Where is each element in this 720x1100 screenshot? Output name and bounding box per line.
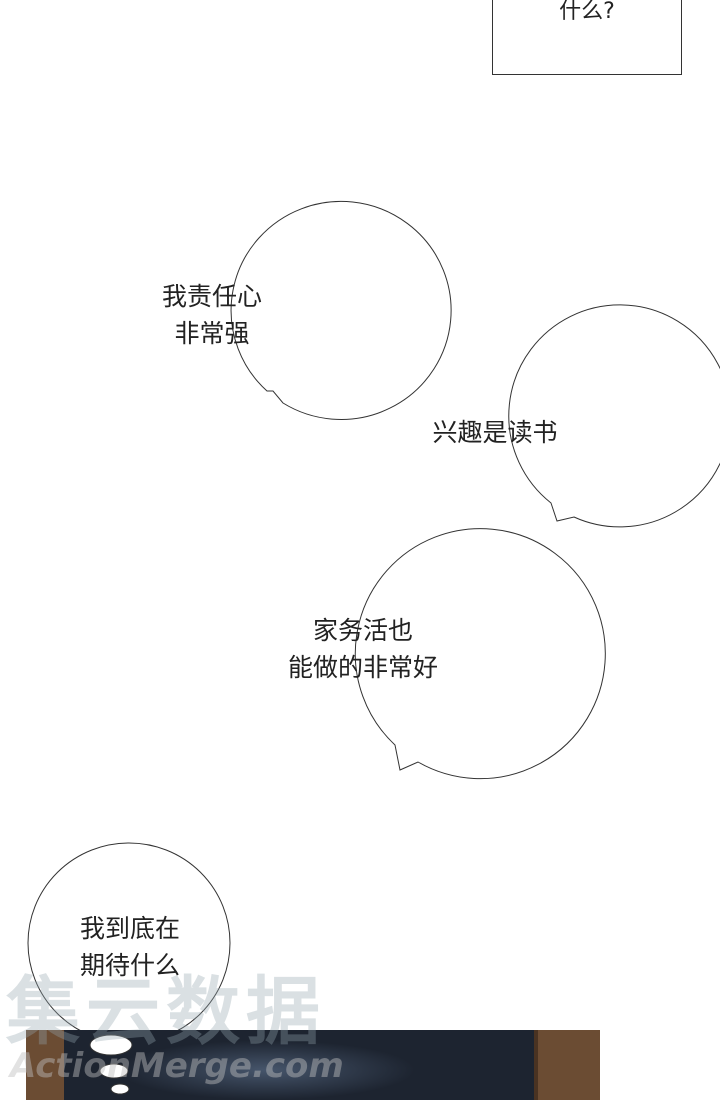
caption-text: 什么? xyxy=(559,0,615,24)
bubble-text-responsibility: 我责任心 非常强 xyxy=(161,282,262,348)
speech-bubble-3 xyxy=(354,528,606,780)
bubble-text-thought: 我到底在 期待什么 xyxy=(79,914,180,980)
speech-bubble-2 xyxy=(508,304,720,528)
speech-bubble-1 xyxy=(230,200,452,420)
watermark-logo: 集云数据 xyxy=(6,969,326,1055)
panel-frame-left xyxy=(26,1030,64,1100)
watermark-url: ActionMerge.com xyxy=(10,1046,344,1086)
caption-box: 什么? xyxy=(492,0,682,75)
panel-frame-right xyxy=(534,1030,600,1100)
bubble-text-hobby: 兴趣是读书 xyxy=(432,418,558,447)
panel-night-glow xyxy=(116,1040,416,1100)
bubble-text-housework: 家务活也 能做的非常好 xyxy=(287,616,438,682)
